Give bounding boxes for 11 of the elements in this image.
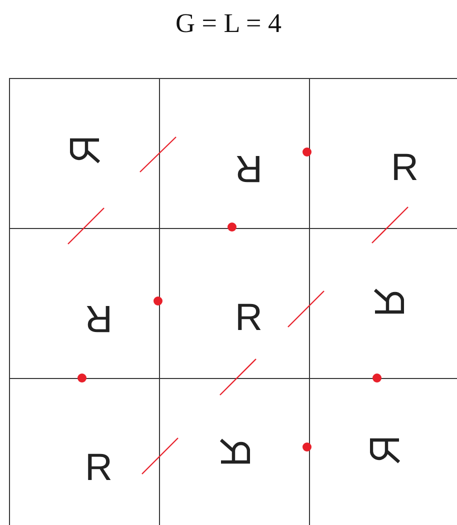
grid-cell [309, 228, 457, 378]
title: G = L = 4 [176, 8, 282, 39]
letter-glyph: R [85, 453, 112, 483]
letter-glyph: R [235, 153, 262, 183]
letter-glyph: R [85, 303, 112, 333]
grid-cell [9, 78, 159, 228]
letter-glyph: R [391, 153, 418, 183]
letter-glyph: R [235, 303, 262, 333]
grid-cell [309, 78, 457, 228]
grid-cell [159, 378, 309, 525]
grid-cell [309, 378, 457, 525]
